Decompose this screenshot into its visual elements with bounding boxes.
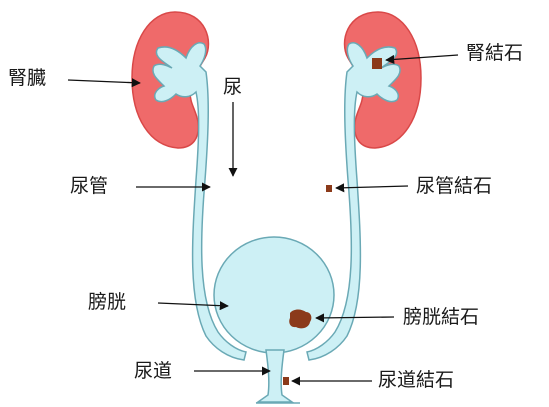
label-bladder: 膀胱 xyxy=(88,293,126,312)
kidney-stone xyxy=(372,58,382,69)
arrow-kidney xyxy=(68,80,140,83)
label-urine: 尿 xyxy=(223,78,242,97)
label-bladder-stone: 膀胱結石 xyxy=(403,308,479,327)
ureter-stone xyxy=(326,185,332,192)
label-ureter-stone: 尿管結石 xyxy=(416,177,492,196)
urethra-stone xyxy=(283,377,289,385)
arrow-ureter-stone xyxy=(336,186,408,188)
label-ureter: 尿管 xyxy=(70,177,108,196)
urethra xyxy=(256,350,300,403)
label-kidney: 腎臓 xyxy=(8,69,46,88)
label-urethra-stone: 尿道結石 xyxy=(378,371,454,390)
label-kidney-stone: 腎結石 xyxy=(466,44,523,63)
label-urethra: 尿道 xyxy=(134,362,172,381)
bladder xyxy=(214,237,334,353)
